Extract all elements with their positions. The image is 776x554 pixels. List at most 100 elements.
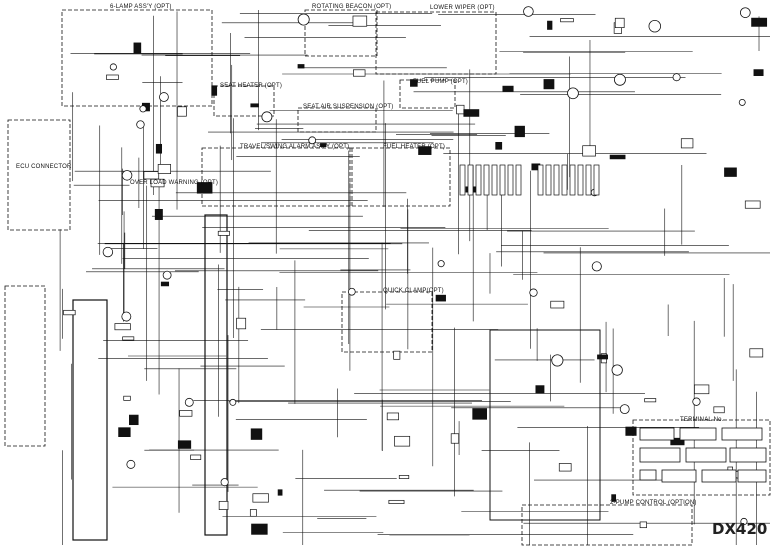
fuse [577, 164, 584, 196]
component-symbol [320, 143, 327, 148]
component-symbol [639, 521, 647, 529]
fuse [491, 164, 498, 196]
component-symbol [670, 437, 685, 446]
component-symbol [297, 64, 305, 69]
component-symbol [249, 509, 257, 517]
component-symbol [560, 18, 574, 23]
component-symbol [252, 493, 269, 503]
connector-block [72, 299, 108, 541]
section-box [213, 85, 275, 117]
component-symbol [122, 336, 135, 341]
lamp-symbol [619, 404, 630, 415]
lamp-symbol [162, 270, 172, 280]
fuse [515, 164, 522, 196]
section-title-fuel-heater: FUEL HEATER (OPT) [383, 144, 446, 150]
component-symbol [625, 426, 637, 436]
lamp-symbol [126, 459, 136, 469]
component-symbol [353, 69, 366, 77]
ecu-connector-label: ECU CONNECTOR [16, 164, 72, 170]
component-symbol [495, 141, 503, 150]
fuse [585, 164, 592, 196]
lamp-symbol [109, 63, 117, 71]
fuse [499, 164, 506, 196]
component-symbol [190, 454, 202, 460]
component-symbol [143, 171, 160, 180]
fuse [553, 164, 560, 196]
lamp-symbol [136, 120, 145, 129]
section-box [61, 9, 213, 107]
fuse [507, 164, 514, 196]
terminal-connector [661, 469, 697, 483]
section-title-rotating-beacon: ROTATING BEACON (OPT) [312, 4, 392, 10]
controller-connector [204, 214, 228, 536]
component-symbol [614, 17, 625, 28]
lamp-symbol [692, 397, 701, 406]
component-symbol [160, 281, 170, 287]
component-symbol [558, 463, 572, 472]
terminal-connector [679, 427, 717, 441]
component-symbol [582, 145, 596, 157]
component-symbol [713, 406, 725, 414]
fuse [545, 164, 552, 196]
component-symbol [250, 428, 263, 440]
section-box [521, 504, 693, 546]
terminal-connector [721, 427, 763, 441]
component-symbol [644, 398, 657, 403]
component-symbol [535, 385, 545, 394]
component-symbol [133, 42, 142, 54]
lamp-symbol [591, 261, 602, 272]
component-symbol [456, 104, 465, 115]
component-symbol [609, 154, 626, 160]
component-symbol [386, 412, 399, 421]
lamp-symbol [739, 7, 751, 18]
lamp-symbol [261, 111, 273, 123]
terminal-connector [737, 469, 767, 483]
fuse [483, 164, 490, 196]
section-box [4, 285, 46, 447]
lamp-symbol [220, 478, 229, 487]
lamp-symbol [308, 136, 317, 145]
section-box [349, 147, 451, 207]
component-symbol [694, 384, 710, 395]
section-box [201, 147, 353, 207]
terminal-connector [701, 469, 737, 483]
fuse [467, 164, 474, 196]
component-symbol [388, 499, 405, 504]
section-title-2-pump-control: 2-PUMP CONTROL (OPTION) [610, 500, 697, 506]
lamp-symbol [184, 397, 194, 407]
relay-panel [489, 329, 601, 521]
component-symbol [352, 15, 368, 27]
lamp-symbol [611, 364, 623, 376]
terminal-label: TERMINAL No. [680, 417, 724, 423]
component-symbol [394, 435, 411, 447]
lamp-symbol [648, 19, 661, 33]
fuse [537, 164, 544, 196]
component-symbol [157, 164, 171, 174]
lamp-symbol [229, 398, 237, 406]
section-title-seat-heater: SEAT HEATER (OPT) [220, 83, 283, 89]
fuse [459, 164, 466, 196]
component-symbol [463, 109, 480, 117]
lamp-symbol [159, 92, 169, 102]
lamp-symbol [121, 170, 133, 181]
component-symbol [218, 500, 229, 510]
section-box [7, 119, 71, 231]
component-symbol [123, 395, 131, 401]
component-symbol [196, 182, 213, 194]
lamp-symbol [529, 288, 538, 297]
component-symbol [106, 74, 119, 80]
component-symbol [63, 309, 76, 316]
component-symbol [450, 433, 460, 444]
terminal-connector [639, 469, 657, 481]
component-symbol [597, 354, 609, 360]
section-box [632, 419, 771, 496]
section-title-over-load-warning: OVER LOAD WARNING (OPT) [130, 180, 219, 186]
section-title-seat-air-suspension: SEAT AIR SUSPENSION (OPT) [303, 104, 394, 110]
component-symbol [154, 208, 163, 220]
component-symbol [211, 85, 218, 96]
component-symbol [155, 143, 163, 154]
component-symbol [179, 410, 193, 417]
section-box [297, 107, 377, 133]
component-symbol [749, 348, 764, 358]
component-symbol [250, 103, 259, 108]
